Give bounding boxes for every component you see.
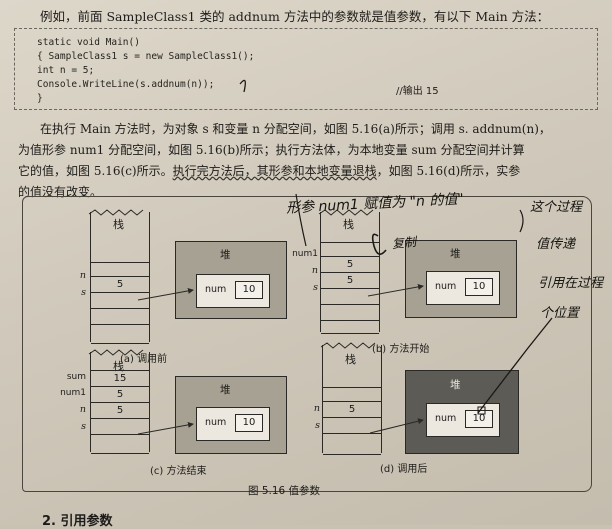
stack-b: 栈 5 5	[320, 212, 380, 334]
handwritten-note-bubble: 复制	[391, 234, 417, 252]
label-num1-c: num1	[60, 388, 86, 398]
stack-cell-sum: 15	[91, 370, 149, 387]
code-line-2: { SampleClass1 s = new SampleClass1();	[37, 51, 255, 62]
stack-cell-num1: 5	[91, 386, 149, 403]
intro-line: 例如，前面 SampleClass1 类的 addnum 方法中的参数就是值参数…	[40, 9, 550, 24]
handwritten-note-right-4: 个位置	[540, 306, 580, 321]
field-value: 10	[465, 410, 493, 428]
heap-label: 堆	[220, 384, 231, 396]
stack-label: 栈	[113, 360, 124, 373]
code-line-4: Console.WriteLine(s.addnum(n));	[37, 79, 215, 90]
heap-object: num 10	[426, 403, 500, 437]
field-value: 10	[465, 278, 493, 296]
label-s-a: s	[81, 287, 86, 298]
stack-label: 栈	[343, 218, 354, 231]
handwritten-note-right-2: 值传递	[536, 237, 576, 252]
field-name: num	[435, 281, 457, 292]
code-listing: static void Main() { SampleClass1 s = ne…	[14, 28, 598, 110]
caption-a: (a) 调用前	[120, 354, 168, 365]
paragraph-line-3-c: ，如图 5.16(d)所示，实参	[376, 164, 521, 178]
heap-object: num 10	[196, 274, 270, 308]
figure-frame	[22, 196, 592, 492]
field-value: 10	[235, 281, 263, 299]
field-name: num	[435, 413, 457, 424]
stack-cell-num1: 5	[321, 256, 379, 273]
stack-cell-s	[91, 292, 149, 309]
label-s-c: s	[81, 421, 86, 432]
heap-b: 堆 num 10	[405, 240, 517, 318]
stack-cell-s	[323, 417, 381, 434]
caption-d: (d) 调用后	[380, 464, 428, 475]
heap-d: 堆 num 10	[405, 370, 519, 454]
paragraph-line-2: 为值形参 num1 分配空间，如图 5.16(b)所示；执行方法体，为本地变量 …	[18, 143, 525, 157]
heap-c: 堆 num 10	[175, 376, 287, 454]
stack-c: 栈 15 5 5	[90, 352, 150, 454]
label-num1-b: num1	[292, 249, 318, 259]
stack-cell-n: 5	[91, 276, 149, 293]
field-value: 10	[235, 414, 263, 432]
next-section-heading: 2. 引用参数	[42, 514, 113, 529]
paragraph-highlight: 执行完方法后，其形参和本地变量退栈	[172, 164, 377, 178]
label-s-b: s	[313, 282, 318, 293]
heap-label: 堆	[450, 248, 461, 260]
figure-caption: 图 5.16 值参数	[248, 485, 321, 497]
stack-cell-s	[321, 288, 379, 305]
code-line-1: static void Main()	[37, 37, 140, 48]
label-n-a: n	[79, 270, 86, 281]
field-name: num	[205, 417, 227, 428]
paragraph-line-3-a: 它的值，如图 5.16(c)所示。	[18, 164, 173, 178]
handwritten-note-right-1: 这个过程	[530, 200, 583, 215]
stack-label: 栈	[345, 353, 356, 366]
label-n-b: n	[311, 265, 318, 276]
stack-label: 栈	[113, 218, 124, 231]
stack-d: 栈 5	[322, 345, 382, 455]
caption-b: (b) 方法开始	[372, 344, 430, 355]
heap-a: 堆 num 10	[175, 241, 287, 319]
paragraph-line-4: 的值没有改变。	[18, 185, 103, 199]
stack-cell-n: 5	[323, 401, 381, 418]
label-sum-c: sum	[66, 372, 86, 382]
stack-a: 栈 5	[90, 212, 150, 344]
heap-object: num 10	[426, 271, 500, 305]
stack-cell-n: 5	[321, 272, 379, 289]
field-name: num	[205, 284, 227, 295]
paragraph-line-3: 它的值，如图 5.16(c)所示。执行完方法后，其形参和本地变量退栈，如图 5.…	[18, 162, 520, 179]
code-line-3: int n = 5;	[37, 65, 95, 76]
heap-object: num 10	[196, 407, 270, 441]
label-n-d: n	[313, 403, 320, 414]
stack-cell-s	[91, 418, 149, 435]
heap-label: 堆	[220, 249, 231, 261]
caption-c: (c) 方法结束	[150, 466, 207, 477]
paragraph-line-1: 在执行 Main 方法时，为对象 s 和变量 n 分配空间，如图 5.16(a)…	[40, 122, 551, 136]
label-s-d: s	[315, 420, 320, 431]
code-line-5: }	[37, 93, 43, 104]
handwritten-note-right-3: 引用在过程	[538, 276, 604, 291]
code-comment: //输出 15	[396, 86, 439, 97]
heap-label: 堆	[450, 379, 461, 391]
label-n-c: n	[79, 404, 86, 415]
stack-cell-n: 5	[91, 402, 149, 419]
